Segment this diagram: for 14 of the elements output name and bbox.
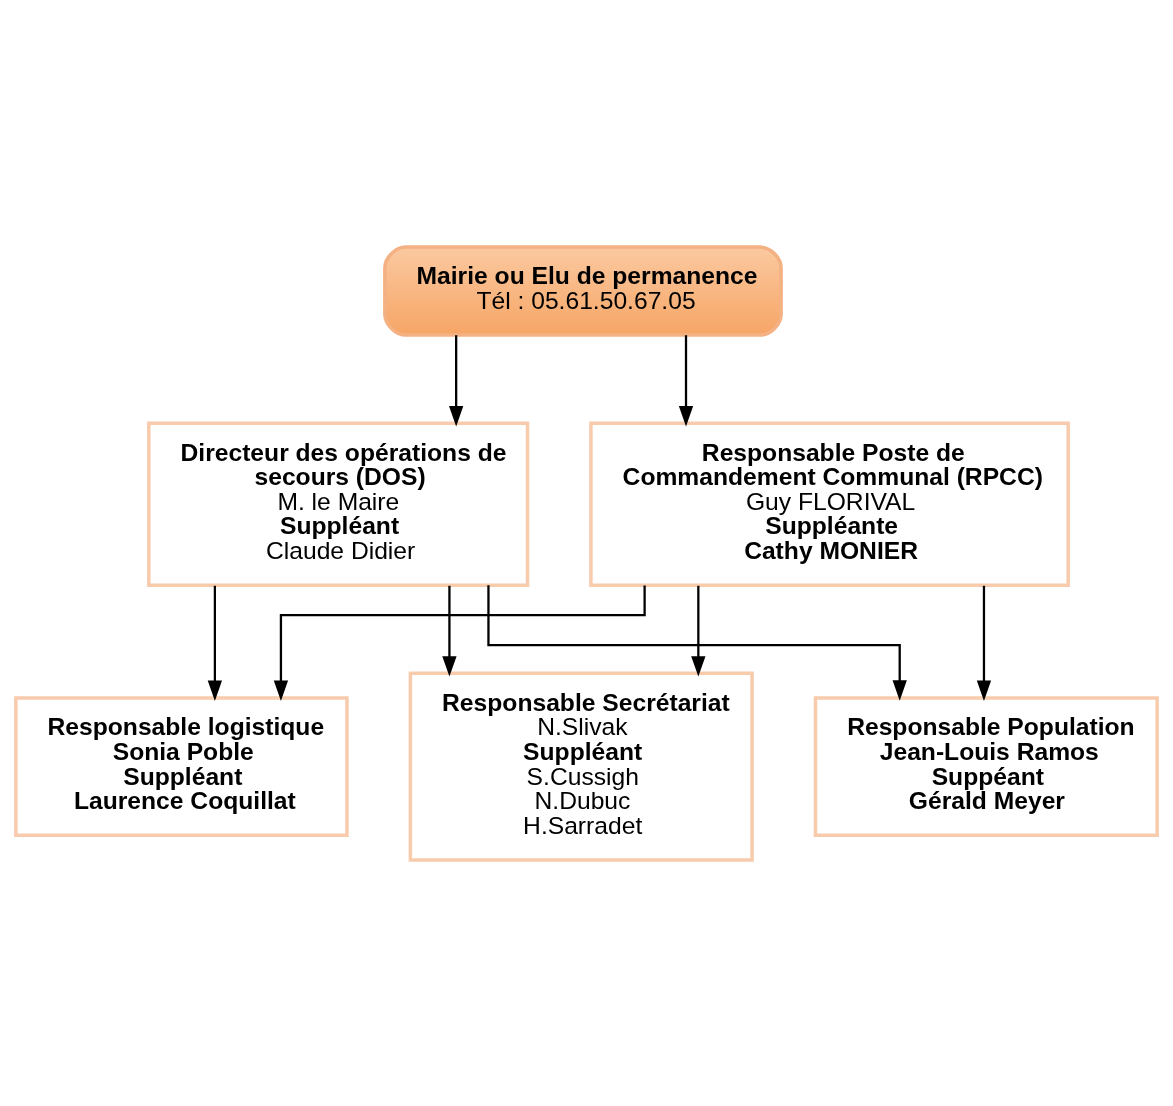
node-box: Responsable Poste de Commandement Communal (RPCC) Guy FLORIVAL Suppléante Cathy MONIER [589, 420, 1070, 587]
arrow [976, 585, 992, 701]
arrow [273, 584, 646, 701]
arrow [442, 585, 457, 677]
node-box: Responsable logistique Sonia Poble Suppléant Laurence Coquillat [14, 695, 349, 837]
arrow [678, 334, 694, 426]
arrow [207, 585, 223, 701]
arrow [487, 584, 907, 701]
arrow [691, 585, 706, 677]
node-box: Directeur des opérations de secours (DOS) M. le Maire Suppléant Claude Didier [147, 420, 530, 587]
node-box: Mairie ou Elu de permanence Tél : 05.61.50.67.05 [383, 244, 783, 337]
node-box: Responsable Population Jean-Louis Ramos Suppéant Gérald Meyer [813, 695, 1159, 837]
arrow [449, 334, 464, 426]
node-box: Responsable Secrétariat N.Slivak Suppléant S.Cussigh N.Dubuc H.Sarradet [408, 671, 754, 862]
